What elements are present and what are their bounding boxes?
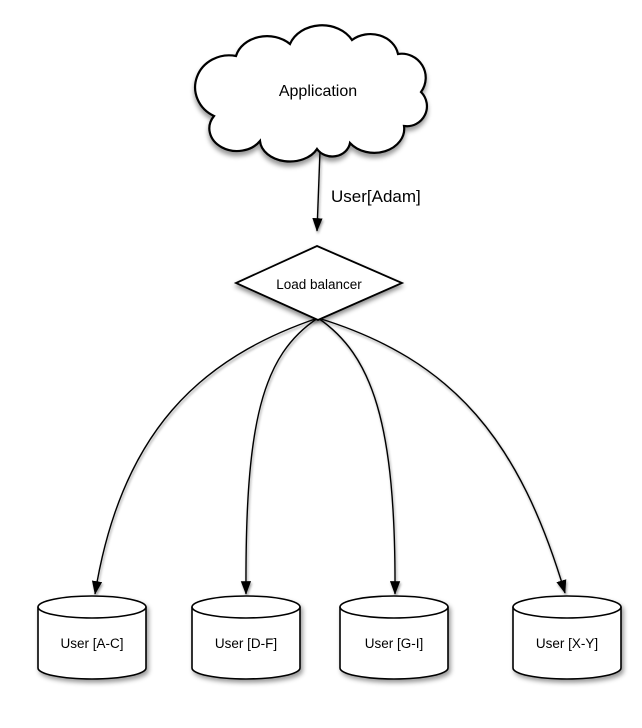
- edge-to-shard-g-i: [317, 317, 401, 595]
- cylinder-body: [191, 607, 301, 680]
- edge-to-shard-a-c: [91, 317, 319, 595]
- load-balancer-diamond: [233, 245, 405, 321]
- request-arrow: [312, 150, 323, 232]
- cylinder-top: [512, 595, 622, 619]
- cylinder-top: [339, 595, 449, 619]
- shard-label-d-f: User [D-F]: [215, 636, 277, 651]
- load-balancer-label: Load balancer: [276, 277, 362, 292]
- edge-to-shard-x-y: [317, 317, 567, 594]
- cylinder-body: [339, 607, 449, 680]
- cylinder-top: [37, 595, 147, 619]
- cylinder-top: [191, 595, 301, 619]
- edges-load-balancer-to-shards: [91, 317, 567, 595]
- request-edge-label: User[Adam]: [331, 187, 421, 206]
- cylinder-body: [37, 607, 147, 680]
- edge-to-shard-d-f: [240, 317, 319, 595]
- shard-cylinder-a-c: [37, 595, 147, 680]
- application-label: Application: [279, 83, 357, 100]
- shard-label-a-c: User [A-C]: [60, 636, 123, 651]
- edge-application-to-load-balancer: [312, 150, 323, 232]
- shard-cylinder-d-f: [191, 595, 301, 680]
- cylinder-body: [512, 607, 622, 680]
- shard-label-g-i: User [G-I]: [365, 636, 424, 651]
- application-cloud: [194, 24, 428, 163]
- shard-cylinder-x-y: [512, 595, 622, 680]
- shard-label-x-y: User [X-Y]: [536, 636, 598, 651]
- shard-cylinder-g-i: [339, 595, 449, 680]
